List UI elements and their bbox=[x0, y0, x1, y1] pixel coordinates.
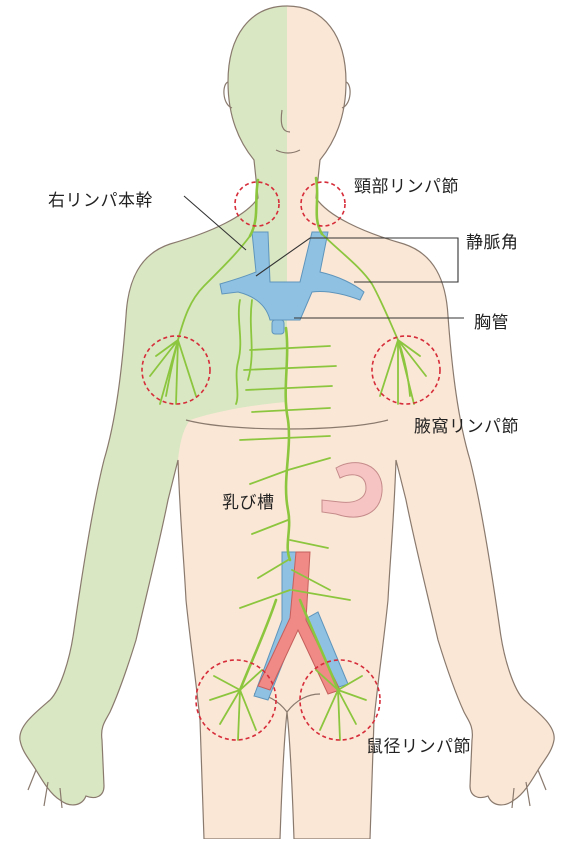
label-inguinal-nodes: 鼠径リンパ節 bbox=[366, 732, 471, 757]
label-right-lymphatic-duct: 右リンパ本幹 bbox=[48, 186, 153, 211]
label-thoracic-duct: 胸管 bbox=[474, 308, 509, 333]
label-cervical-nodes: 頸部リンパ節 bbox=[354, 172, 459, 197]
label-venous-angle: 静脈角 bbox=[466, 228, 519, 253]
label-cisterna-chyli: 乳び槽 bbox=[222, 488, 275, 513]
label-axillary-nodes: 腋窩リンパ節 bbox=[414, 412, 519, 437]
